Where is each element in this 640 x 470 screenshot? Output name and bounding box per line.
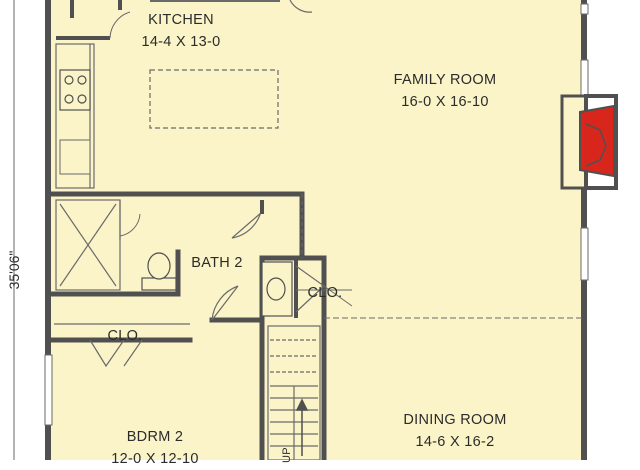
bath-door-swing — [119, 213, 141, 237]
depth-dimension: 35'06" — [6, 250, 22, 290]
bdrm2-size: 12-0 X 12-10 — [111, 451, 199, 467]
stair-up-label: UP — [281, 447, 293, 463]
floor-plan — [13, 0, 618, 460]
windows — [44, 3, 589, 426]
kitchen-island — [149, 69, 279, 129]
dining-room-name: DINING ROOM — [403, 412, 507, 428]
pantry-door — [289, 0, 313, 13]
kitchen-sink — [59, 139, 91, 175]
kitchen-label: KITCHEN 14-4 X 13-0 — [126, 9, 236, 53]
dining-room-label: DINING ROOM 14-6 X 16-2 — [380, 409, 530, 453]
sink-icon — [261, 261, 293, 317]
kitchen-size: 14-4 X 13-0 — [141, 34, 221, 50]
interior-walls — [47, 191, 327, 460]
fireplace-icon — [560, 94, 618, 190]
family-room-name: FAMILY ROOM — [393, 72, 497, 88]
kitchen-name: KITCHEN — [148, 12, 214, 28]
bath2-label: BATH 2 — [182, 252, 252, 274]
stair-arrow-icon — [295, 398, 309, 456]
bdrm2-label: BDRM 2 12-0 X 12-10 — [100, 426, 210, 470]
bedroom-closet — [54, 323, 190, 368]
bath-closet-label: CLO. — [300, 282, 350, 304]
family-room-label: FAMILY ROOM 16-0 X 16-10 — [370, 69, 520, 113]
shower-icon — [55, 199, 121, 291]
bedroom-closet-label: CLO. — [100, 325, 150, 347]
bedroom-closet-name: CLO. — [107, 328, 143, 344]
range-icon — [59, 69, 91, 111]
bath-lower-door — [211, 285, 239, 321]
bdrm2-name: BDRM 2 — [126, 429, 184, 445]
staircase — [267, 325, 321, 460]
kitchen-door-swing — [109, 11, 131, 39]
bath-closet-name: CLO. — [307, 285, 343, 301]
bath2-name: BATH 2 — [191, 255, 243, 271]
family-room-size: 16-0 X 16-10 — [401, 94, 489, 110]
toilet-icon — [141, 252, 177, 291]
dining-room-size: 14-6 X 16-2 — [415, 434, 495, 450]
kitchen-walls — [56, 0, 122, 40]
